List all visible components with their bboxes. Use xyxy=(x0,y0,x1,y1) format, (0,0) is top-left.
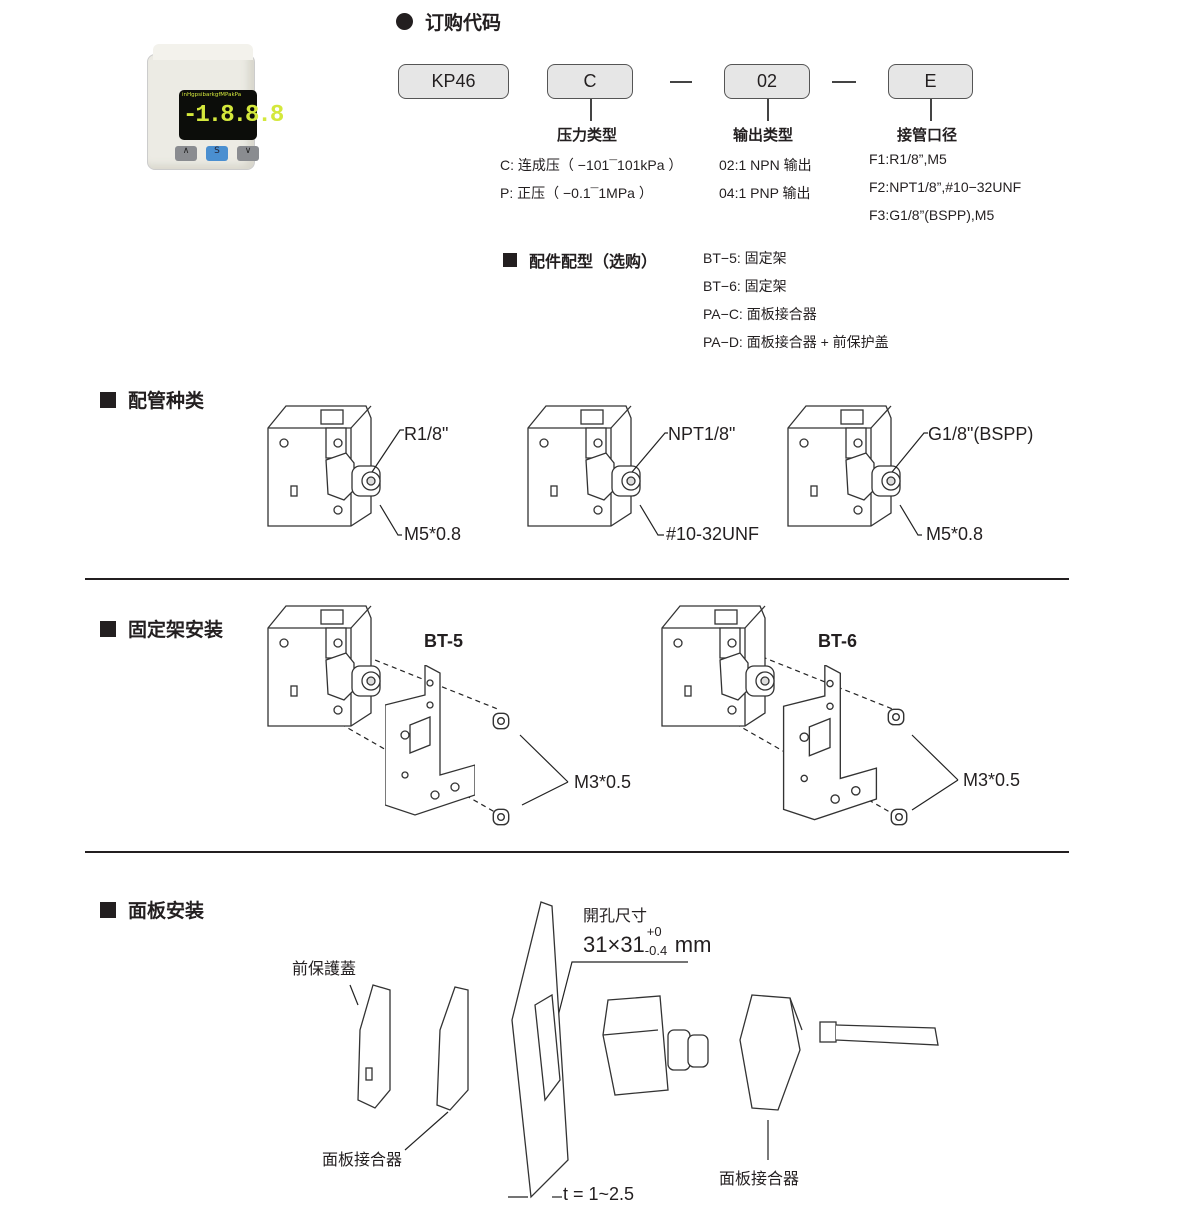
piping-bottom-label: #10-32UNF xyxy=(666,524,760,544)
piping-bottom-label: M5*0.8 xyxy=(926,524,984,544)
square-bullet-icon xyxy=(100,901,116,918)
divider xyxy=(85,851,1069,853)
output-option: 02:1 NPN 输出 xyxy=(719,157,812,173)
piping-top-label: G1/8"(BSPP) xyxy=(928,424,1034,444)
divider xyxy=(85,578,1069,580)
front-cover-label: 前保護蓋 xyxy=(292,959,357,978)
bracket-name: BT-5 xyxy=(424,631,464,651)
unit-labels: inHgpsibarkgfMPakPa xyxy=(182,92,242,98)
adapter-label: 面板接合器 xyxy=(322,1150,403,1169)
piping-bottom-label: M5*0.8 xyxy=(404,524,462,544)
port-option: F2:NPT1/8”,#10−32UNF xyxy=(869,179,1022,195)
accessory-item: PA−D: 面板接合器 + 前保护盖 xyxy=(703,334,889,350)
pressure-option: P: 正压（ −0.1¯1MPa ） xyxy=(500,185,653,201)
pressure-option: C: 连成压（ −101¯101kPa ） xyxy=(500,157,683,173)
thickness-label: t = 1~2.5 xyxy=(563,1184,635,1204)
code-box-port: E xyxy=(888,64,973,99)
output-option: 04:1 PNP 输出 xyxy=(719,185,811,201)
accessory-item: BT−5: 固定架 xyxy=(703,250,787,266)
bracket-name: BT-6 xyxy=(818,631,858,651)
separator-dash xyxy=(670,81,692,83)
output-type-label: 输出类型 xyxy=(733,126,794,144)
lcd-display: inHgpsibarkgfMPakPa -1.8.8.8 xyxy=(179,90,284,140)
panel-heading: 面板安装 xyxy=(100,896,204,923)
down-button[interactable]: ∨ xyxy=(237,146,259,161)
bullet-icon xyxy=(396,13,413,30)
port-option: F1:R1/8”,M5 xyxy=(869,151,947,167)
code-box-pressure: C xyxy=(547,64,633,99)
order-code-heading: 订购代码 xyxy=(396,8,501,35)
piping-top-label: R1/8" xyxy=(404,424,449,444)
up-button[interactable]: ∧ xyxy=(175,146,197,161)
accessories-heading: 配件配型（选购） xyxy=(503,248,657,272)
port-option: F3:G1/8”(BSPP),M5 xyxy=(869,207,995,223)
separator-dash xyxy=(832,81,856,83)
port-size-label: 接管口径 xyxy=(897,126,958,144)
code-box-output: 02 xyxy=(724,64,810,99)
piping-top-label: NPT1/8" xyxy=(668,424,736,444)
digits: -1.8.8.8 xyxy=(183,102,284,129)
cutout-label: 開孔尺寸 xyxy=(583,906,648,925)
pressure-type-label: 压力类型 xyxy=(557,126,618,144)
accessory-item: PA−C: 面板接合器 xyxy=(703,306,817,322)
code-box-model: KP46 xyxy=(398,64,509,99)
accessory-item: BT−6: 固定架 xyxy=(703,278,787,294)
screw-label: M3*0.5 xyxy=(963,770,1021,790)
square-bullet-icon xyxy=(100,620,116,637)
adapter-label: 面板接合器 xyxy=(719,1169,800,1188)
product-photo: inHgpsibarkgfMPakPa -1.8.8.8 ∧ S ∨ xyxy=(147,44,284,170)
screw-label: M3*0.5 xyxy=(574,772,632,792)
bracket-heading: 固定架安装 xyxy=(100,615,223,642)
square-bullet-icon xyxy=(503,253,517,267)
square-bullet-icon xyxy=(100,391,116,408)
piping-heading: 配管种类 xyxy=(100,386,204,413)
set-button[interactable]: S xyxy=(206,146,228,161)
